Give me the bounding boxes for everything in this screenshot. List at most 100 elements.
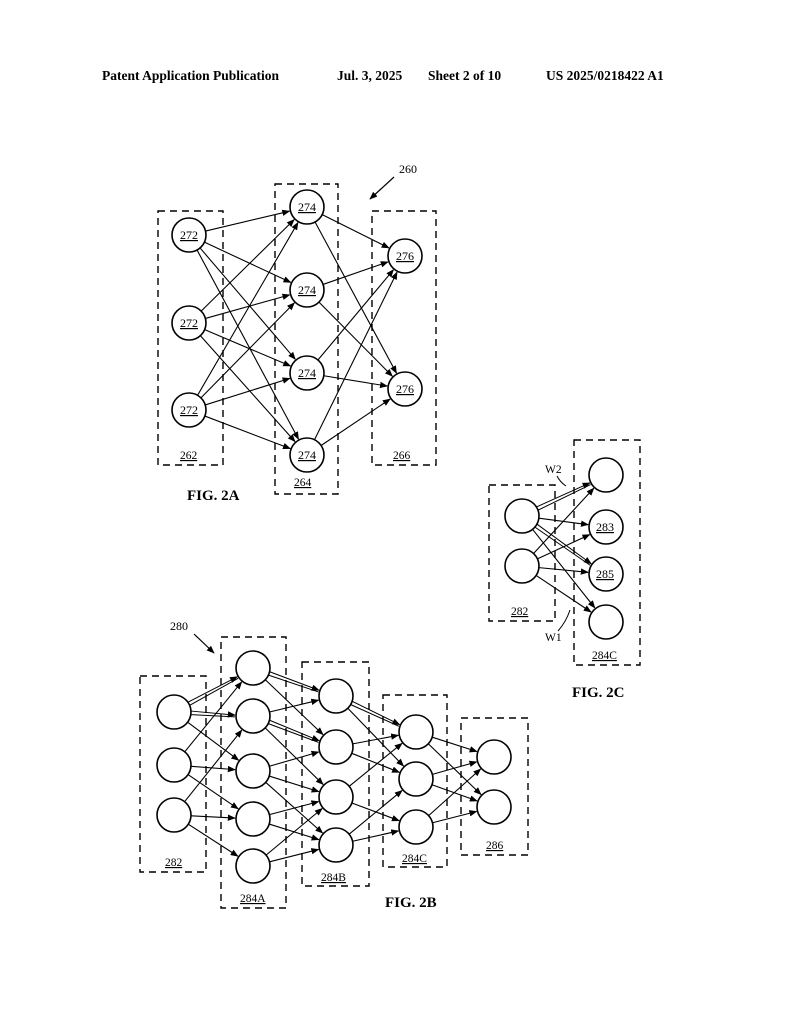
fig2c-edge-1-1 [537,534,591,560]
fig2a-node-274-0-label: 274 [298,200,316,214]
fig2a-edge-272-0-274-1 [204,241,292,283]
fig2c-edge-0-3 [532,528,596,609]
fig2b-edge-31 [432,760,478,775]
fig2c-output-node-1 [588,509,624,545]
fig2a-node-274-1-label: 274 [298,283,316,297]
fig2b-edge-10 [264,679,324,736]
fig2a-edge-274-1-276-0 [322,261,389,285]
fig2c-w2-leader [556,475,567,487]
fig2a-edge-272-2-274-3 [204,415,291,450]
fig2b-edge-2 [187,721,240,761]
fig2c-layer-box-282 [488,484,556,622]
fig2b-node-4-1 [476,789,512,825]
fig2c-input-node-0 [504,498,540,534]
fig2c-edge-0-0-upper [537,484,591,511]
fig2b-edge-14 [269,750,320,767]
fig2a-edge-272-0-274-3 [196,249,299,440]
fig2b-edge-3 [184,681,243,753]
fig2b-layer-box-284b [301,661,370,887]
fig2b-node-3-1 [398,761,434,797]
fig2b-edge-7 [190,814,236,821]
fig2b-edge-20 [269,848,320,863]
fig2b-edge-33 [428,768,482,817]
page-header: Patent Application Publication Jul. 3, 2… [0,68,794,88]
fig2b-edge-12 [269,719,320,742]
fig-2b-network: 282 284A 284B 284C 286 280 FIG. 2B [139,619,529,911]
fig2a-node-274-1 [289,272,325,308]
fig2b-edge-4 [190,765,236,773]
fig2b-reference-arrow [193,633,215,654]
fig2b-layer-label-284c: 284C [402,853,427,865]
fig2a-edge-272-0-274-0 [205,209,291,232]
fig2a-edge-272-1-274-3 [199,335,296,443]
fig2a-layer-label-262: 262 [180,450,198,462]
fig2a-node-274-0 [289,189,325,225]
fig2a-edge-274-0-276-1 [314,221,397,374]
fig2b-caption: FIG. 2B [385,895,437,911]
fig2a-node-276-1 [387,371,423,407]
fig2b-edge-19 [265,807,323,856]
fig2b-node-2-3 [318,827,354,863]
fig2a-node-272-2-label: 272 [180,403,198,417]
fig2b-edge-9 [269,671,320,691]
fig2a-edge-272-2-274-1 [200,302,295,399]
fig2b-layer-label-286: 286 [486,840,504,852]
fig2a-edge-274-0-276-0 [321,214,390,249]
fig2b-layer-box-282 [139,675,207,873]
publication-date: Jul. 3, 2025 [337,68,403,83]
fig2a-node-274-2 [289,355,325,391]
fig2a-layer-box-264 [274,183,339,495]
fig2c-weight-w2: W2 [545,464,562,476]
fig2b-node-3-2 [398,809,434,845]
fig2b-layer-box-284c [382,694,448,868]
fig2b-edge-11 [269,698,320,713]
fig2b-edge-27 [348,789,403,835]
fig2a-node-274-3 [289,437,325,473]
fig2a-edge-274-3-276-1 [320,398,391,446]
fig2b-node-0-1 [156,747,192,783]
fig2b-node-3-0 [398,714,434,750]
fig2a-node-272-1 [171,305,207,341]
fig2b-layer-label-284b: 284B [321,872,346,884]
fig-2c-network: 283 285 282 284C W2 W1 FIG. 2C [488,439,641,701]
fig2c-edge-1-2 [538,567,589,575]
fig2a-layer-label-266: 266 [393,450,411,462]
fig2a-node-272-0-label: 272 [180,228,198,242]
fig2a-reference-arrow [369,176,395,200]
fig2b-edge-34 [432,810,478,824]
fig2b-node-4-0 [476,739,512,775]
fig2c-weight-w1: W1 [545,632,562,644]
fig2b-node-1-0 [235,650,271,686]
fig2b-node-2-2 [318,779,354,815]
fig2c-output-node-0 [588,457,624,493]
fig2a-node-272-1-label: 272 [180,316,198,330]
fig2b-edge-17 [269,800,320,816]
fig2b-edge-28 [352,829,400,842]
fig2a-edge-272-2-274-2 [205,377,291,406]
fig2a-node-276-0-label: 276 [396,249,414,263]
fig2a-edge-274-1-276-1 [318,301,393,377]
fig2b-edge-21 [352,700,401,726]
fig2b-edge-0 [187,676,238,703]
fig2a-reference-260: 260 [399,162,417,176]
fig2b-edge-0-upper [189,677,239,706]
fig2b-node-1-4 [235,848,271,884]
fig2b-edge-1 [191,710,236,718]
fig2b-edge-12-upper [268,723,319,743]
fig2b-node-0-2 [156,797,192,833]
fig2b-node-2-0 [318,678,354,714]
fig2c-layer-label-284c: 284C [592,650,617,662]
fig2a-edge-272-1-274-1 [205,293,291,319]
fig2b-node-1-3 [235,801,271,837]
fig2b-edge-29 [432,736,478,753]
fig2b-edge-22 [347,707,405,767]
fig2a-layer-box-266 [371,210,437,466]
fig2b-layer-label-284a: 284A [240,893,266,905]
fig2a-node-274-3-label: 274 [298,448,316,462]
fig2a-node-272-0 [171,217,207,253]
fig2b-edge-6 [184,729,243,803]
fig2b-node-2-1 [318,729,354,765]
fig2a-layer-label-264: 264 [294,477,312,489]
